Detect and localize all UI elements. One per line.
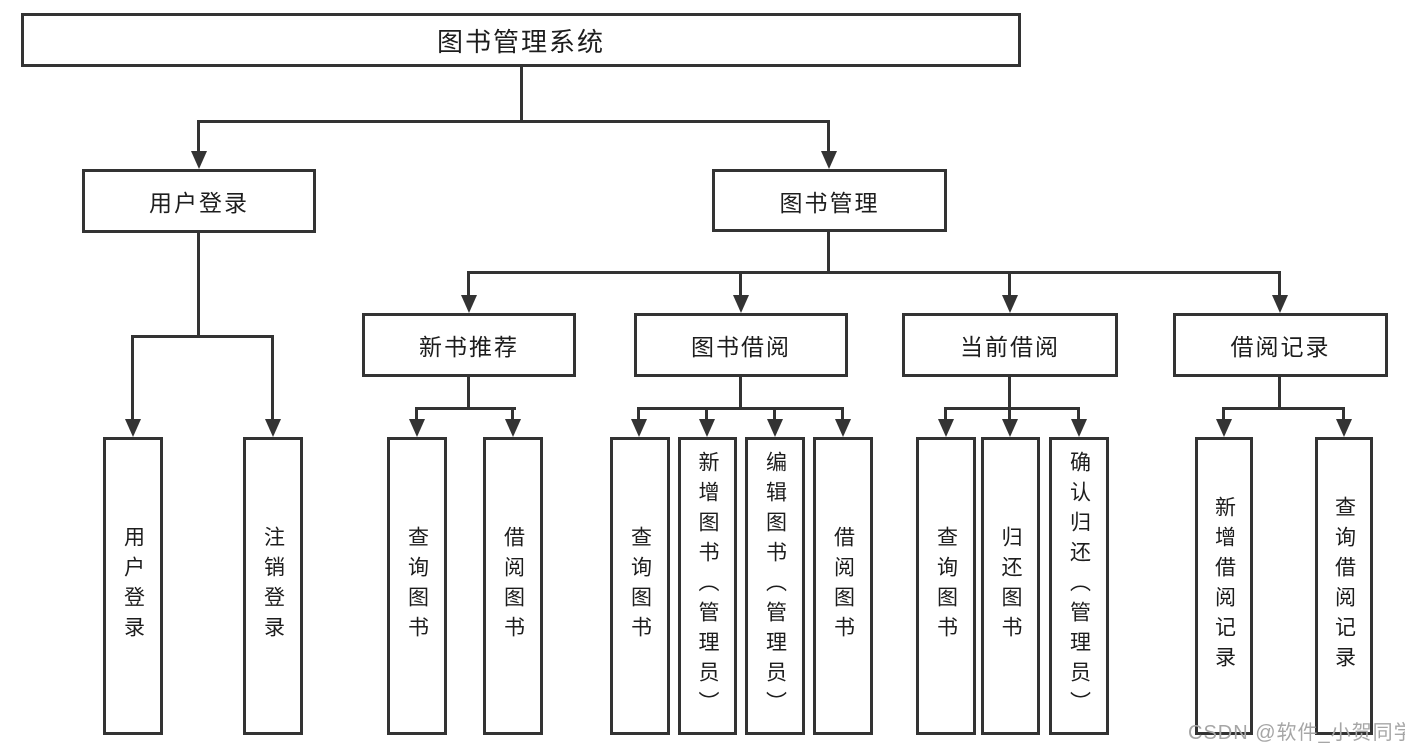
leaf-borrow-book: 借阅图书: [813, 437, 873, 735]
arrowhead-book-management: [821, 151, 837, 169]
connector-current-drop-3: [1077, 407, 1080, 422]
connector-records-bar: [1222, 407, 1345, 410]
connector-current-drop-1: [944, 407, 947, 422]
leaf-newbook-borrow: 借阅图书: [483, 437, 543, 735]
connector-book-mgmt-drop-2: [739, 271, 742, 298]
connector-book-mgmt-bar: [467, 271, 1281, 274]
connector-user-login-bar: [131, 335, 274, 338]
arrowhead-logout-leaf: [265, 419, 281, 437]
connector-records-drop-2: [1342, 407, 1345, 422]
leaf-current-confirm-admin: 确认归还（管理员）: [1049, 437, 1109, 735]
arrowhead-current-leaf-3: [1071, 419, 1087, 437]
connector-borrow-drop-2: [705, 407, 708, 422]
leaf-records-add-label: 新增借阅记录: [1212, 496, 1236, 676]
arrowhead-current-leaf-2: [1002, 419, 1018, 437]
connector-book-mgmt-drop-3: [1008, 271, 1011, 298]
node-new-book-recommend-label: 新书推荐: [419, 334, 519, 360]
leaf-borrow-book-label: 借阅图书: [831, 526, 855, 646]
connector-user-login-drop-2: [271, 335, 274, 421]
leaf-current-query-label: 查询图书: [934, 526, 958, 646]
connector-borrow-drop-1: [637, 407, 640, 422]
leaf-user-login-label: 用户登录: [121, 526, 145, 646]
watermark: CSDN @软件_小贺同学: [1188, 722, 1405, 744]
leaf-borrow-query-label: 查询图书: [628, 526, 652, 646]
connector-book-mgmt-drop-1: [467, 271, 470, 298]
leaf-newbook-query: 查询图书: [387, 437, 447, 735]
leaf-records-query: 查询借阅记录: [1315, 437, 1373, 735]
arrowhead-current-borrow: [1002, 295, 1018, 313]
arrowhead-new-book-recommend: [461, 295, 477, 313]
node-current-borrow-label: 当前借阅: [960, 334, 1060, 360]
node-borrow-records: 借阅记录: [1173, 313, 1388, 377]
leaf-current-query: 查询图书: [916, 437, 976, 735]
leaf-borrow-query: 查询图书: [610, 437, 670, 735]
connector-borrow-bar: [637, 407, 844, 410]
connector-newbook-bar: [415, 407, 516, 410]
node-book-borrow-label: 图书借阅: [691, 334, 791, 360]
arrowhead-records-leaf-2: [1336, 419, 1352, 437]
arrowhead-borrow-leaf-1: [631, 419, 647, 437]
connector-records-drop-1: [1222, 407, 1225, 422]
connector-borrow-stem: [739, 375, 742, 409]
leaf-records-query-label: 查询借阅记录: [1332, 496, 1356, 676]
arrowhead-records-leaf-1: [1216, 419, 1232, 437]
arrowhead-newbook-leaf-2: [505, 419, 521, 437]
node-root: 图书管理系统: [21, 13, 1021, 67]
node-root-label: 图书管理系统: [436, 26, 605, 57]
connector-newbook-drop-2: [511, 407, 514, 422]
leaf-borrow-add-admin: 新增图书（管理员）: [678, 437, 737, 735]
leaf-current-return: 归还图书: [981, 437, 1040, 735]
node-new-book-recommend: 新书推荐: [362, 313, 576, 377]
connector-newbook-drop-1: [415, 407, 418, 422]
leaf-logout-label: 注销登录: [261, 526, 285, 646]
leaf-newbook-query-label: 查询图书: [405, 526, 429, 646]
leaf-newbook-borrow-label: 借阅图书: [501, 526, 525, 646]
arrowhead-login-leaf: [125, 419, 141, 437]
node-borrow-records-label: 借阅记录: [1230, 334, 1331, 360]
connector-current-stem: [1008, 375, 1011, 409]
connector-root-bar: [197, 120, 830, 123]
leaf-borrow-edit-admin: 编辑图书（管理员）: [745, 437, 805, 735]
connector-current-drop-2: [1008, 407, 1011, 422]
connector-root-drop-left: [197, 120, 200, 155]
leaf-user-login: 用户登录: [103, 437, 163, 735]
connector-borrow-drop-4: [841, 407, 844, 422]
connector-newbook-stem: [467, 375, 470, 409]
connector-records-stem: [1278, 375, 1281, 409]
node-book-management-label: 图书管理: [779, 189, 880, 216]
node-book-borrow: 图书借阅: [634, 313, 848, 377]
leaf-logout: 注销登录: [243, 437, 303, 735]
leaf-borrow-add-admin-label: 新增图书（管理员）: [696, 451, 719, 721]
arrowhead-book-borrow: [733, 295, 749, 313]
connector-borrow-drop-3: [773, 407, 776, 422]
connector-book-mgmt-stem: [827, 230, 830, 273]
arrowhead-newbook-leaf-1: [409, 419, 425, 437]
connector-user-login-drop-1: [131, 335, 134, 421]
arrowhead-borrow-leaf-4: [835, 419, 851, 437]
leaf-current-return-label: 归还图书: [999, 526, 1022, 646]
connector-user-login-stem: [197, 231, 200, 335]
arrowhead-borrow-records: [1272, 295, 1288, 313]
leaf-current-confirm-admin-label: 确认归还（管理员）: [1067, 451, 1091, 721]
arrowhead-borrow-leaf-2: [699, 419, 715, 437]
node-current-borrow: 当前借阅: [902, 313, 1118, 377]
node-user-login-label: 用户登录: [149, 190, 249, 216]
leaf-borrow-edit-admin-label: 编辑图书（管理员）: [763, 451, 787, 721]
connector-root-drop-right: [827, 120, 830, 155]
arrowhead-user-login: [191, 151, 207, 169]
arrowhead-current-leaf-1: [938, 419, 954, 437]
node-user-login: 用户登录: [82, 169, 316, 233]
connector-root-stem: [520, 65, 523, 120]
connector-book-mgmt-drop-4: [1278, 271, 1281, 298]
connector-current-bar: [944, 407, 1080, 410]
leaf-records-add: 新增借阅记录: [1195, 437, 1253, 735]
node-book-management: 图书管理: [712, 169, 947, 232]
arrowhead-borrow-leaf-3: [767, 419, 783, 437]
